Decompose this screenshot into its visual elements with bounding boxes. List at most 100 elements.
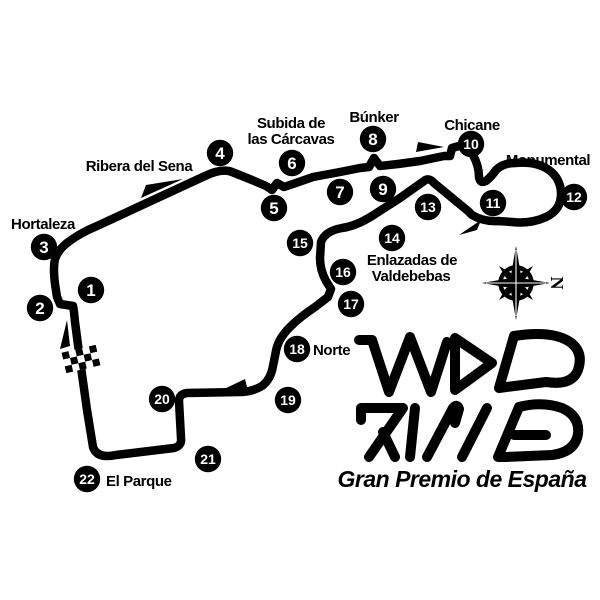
corner-number: 3 [39, 238, 48, 257]
corner-number: 9 [378, 180, 387, 199]
corner-number: 7 [335, 183, 344, 202]
corner-number: 5 [269, 199, 278, 218]
corner-name-label: las Cárcavas [248, 131, 335, 148]
corner-marker-2: 2 [26, 294, 54, 322]
direction-arrow-monumental-return [459, 220, 481, 235]
corner-number: 13 [420, 199, 436, 215]
corner-circle [479, 189, 507, 217]
corner-name-label: Valdebebas [372, 268, 451, 285]
corner-circle [30, 233, 58, 261]
logo-letter-A [450, 333, 497, 395]
corner-circle [326, 178, 354, 206]
corner-name-label: Subida de [257, 115, 325, 132]
logo-letter-R [356, 403, 408, 462]
direction-arrow-norte [220, 379, 248, 391]
logo-subtitle: Gran Premio de España [338, 466, 588, 492]
corner-marker-22: 22 [73, 465, 101, 493]
logo-letter-D [494, 329, 585, 393]
corner-number: 19 [280, 392, 296, 408]
corner-marker-8: 8 [359, 125, 387, 153]
corner-circle [206, 139, 234, 167]
corner-circle [283, 335, 311, 363]
corner-circle [278, 149, 306, 177]
corner-marker-15: 15 [286, 229, 314, 257]
corner-number: 2 [35, 299, 44, 318]
corner-number: 21 [200, 451, 216, 467]
corner-marker-20: 20 [148, 385, 176, 413]
direction-arrow-ribera [141, 179, 183, 198]
corner-number: 1 [86, 281, 95, 300]
track-outline [49, 141, 566, 461]
corner-circle [414, 193, 442, 221]
corner-marker-21: 21 [194, 445, 222, 473]
corner-number: 6 [287, 154, 296, 173]
corner-circle [260, 194, 288, 222]
madring-logo-line1 [354, 329, 585, 397]
corner-circle [77, 276, 105, 304]
corner-marker-12: 12 [560, 183, 588, 211]
corner-number: 16 [335, 264, 351, 280]
compass-highlights [486, 250, 546, 316]
corner-marker-5: 5 [260, 194, 288, 222]
corner-name-label: Monumental [506, 152, 591, 169]
corner-name-label: Ribera del Sena [86, 158, 194, 175]
corner-marker-9: 9 [369, 175, 397, 203]
logo-letter-N [422, 400, 492, 462]
corner-circle [378, 224, 406, 252]
logo-letter-I [405, 403, 420, 462]
corner-circle [73, 465, 101, 493]
logo-letter-G [493, 399, 584, 462]
corner-number: 15 [292, 235, 308, 251]
corner-marker-10: 10 [457, 130, 485, 158]
corner-name-label: Hortaleza [11, 216, 76, 233]
corner-name-label: Norte [313, 342, 350, 359]
corner-marker-19: 19 [274, 386, 302, 414]
corner-marker-6: 6 [278, 149, 306, 177]
corner-number: 4 [215, 144, 225, 163]
start-finish-checkered-flag [61, 344, 101, 374]
corner-circle [286, 229, 314, 257]
logo-letter-M [354, 332, 452, 397]
corner-circle [337, 290, 365, 318]
corner-name-label: Chicane [444, 117, 500, 134]
corner-circle [457, 130, 485, 158]
compass-rose: N [482, 246, 567, 320]
madring-logo [354, 329, 585, 462]
corner-number: 17 [343, 296, 359, 312]
corner-number: 10 [463, 136, 479, 152]
corner-circle [274, 386, 302, 414]
corner-marker-18: 18 [283, 335, 311, 363]
corner-marker-17: 17 [337, 290, 365, 318]
corner-name-label: El Parque [106, 473, 172, 490]
corner-marker-3: 3 [30, 233, 58, 261]
corner-circle [194, 445, 222, 473]
madring-logo-line2 [356, 399, 584, 462]
corner-number: 18 [289, 341, 305, 357]
corner-number: 11 [486, 195, 501, 211]
direction-arrows [60, 142, 481, 391]
corner-marker-7: 7 [326, 178, 354, 206]
direction-arrow-chicane [416, 142, 444, 152]
corner-number: 22 [79, 471, 95, 487]
corner-number: 8 [368, 130, 377, 149]
corner-marker-16: 16 [329, 258, 357, 286]
corner-marker-1: 1 [77, 276, 105, 304]
corner-marker-14: 14 [378, 224, 406, 252]
corner-circle [26, 294, 54, 322]
corner-marker-13: 13 [414, 193, 442, 221]
corner-circle [359, 125, 387, 153]
corner-number: 12 [566, 189, 582, 205]
corner-number: 20 [154, 391, 170, 407]
corner-circle [329, 258, 357, 286]
corner-circle [560, 183, 588, 211]
direction-arrow-start-finish [60, 320, 70, 349]
corner-circle [369, 175, 397, 203]
corner-number: 14 [384, 230, 400, 246]
corner-name-label: Búnker [349, 109, 399, 126]
corner-marker-4: 4 [206, 139, 234, 167]
corner-marker-11: 11 [479, 189, 507, 217]
